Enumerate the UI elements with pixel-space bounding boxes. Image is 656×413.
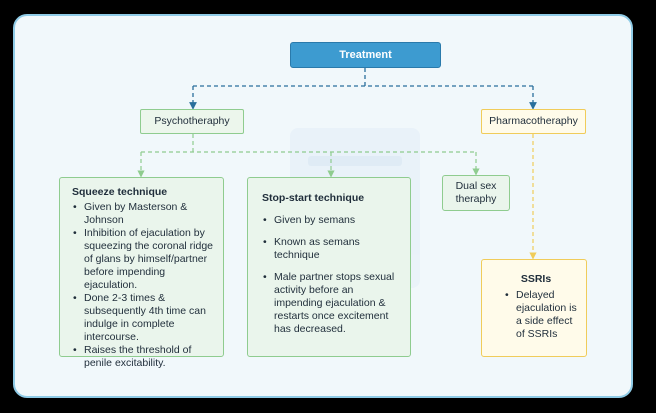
ssri-item: Delayed ejaculation is a side effect of … [505, 289, 580, 341]
stop-start-title: Stop-start technique [262, 192, 365, 204]
dual-sex-therapy-node: Dual sex theraphy [442, 175, 510, 211]
ssri-list: Delayed ejaculation is a side effect of … [492, 289, 580, 341]
stop-start-item: Known as semans technique [263, 236, 404, 262]
ssri-node: SSRIs Delayed ejaculation is a side effe… [481, 259, 587, 357]
squeeze-list: Given by Masterson & Johnson Inhibition … [72, 201, 217, 370]
squeeze-item: Inhibition of ejaculation by squeezing t… [73, 227, 217, 292]
squeeze-item: Given by Masterson & Johnson [73, 201, 217, 227]
stop-start-technique-node: Stop-start technique Given by semans Kno… [247, 177, 411, 357]
stop-start-list: Given by semans Known as semans techniqu… [262, 214, 404, 336]
squeeze-item: Raises the threshold of penile excitabil… [73, 344, 217, 370]
stop-start-item: Given by semans [263, 214, 404, 227]
squeeze-technique-node: Squeeze technique Given by Masterson & J… [59, 177, 224, 369]
psychotherapy-label: Psychotheraphy [154, 115, 230, 127]
treatment-node: Treatment [290, 42, 441, 68]
squeeze-title: Squeeze technique [72, 186, 168, 198]
pharmacotherapy-node: Pharmacotheraphy [481, 109, 586, 134]
ssri-title: SSRIs [520, 273, 552, 285]
squeeze-item: Done 2-3 times & subsequently 4th time c… [73, 292, 217, 344]
dual-sex-label: Dual sex theraphy [455, 180, 497, 205]
treatment-label: Treatment [339, 48, 392, 61]
stop-start-item: Male partner stops sexual activity befor… [263, 271, 404, 336]
psychotherapy-node: Psychotheraphy [140, 109, 244, 134]
pharmacotherapy-label: Pharmacotheraphy [489, 115, 578, 127]
